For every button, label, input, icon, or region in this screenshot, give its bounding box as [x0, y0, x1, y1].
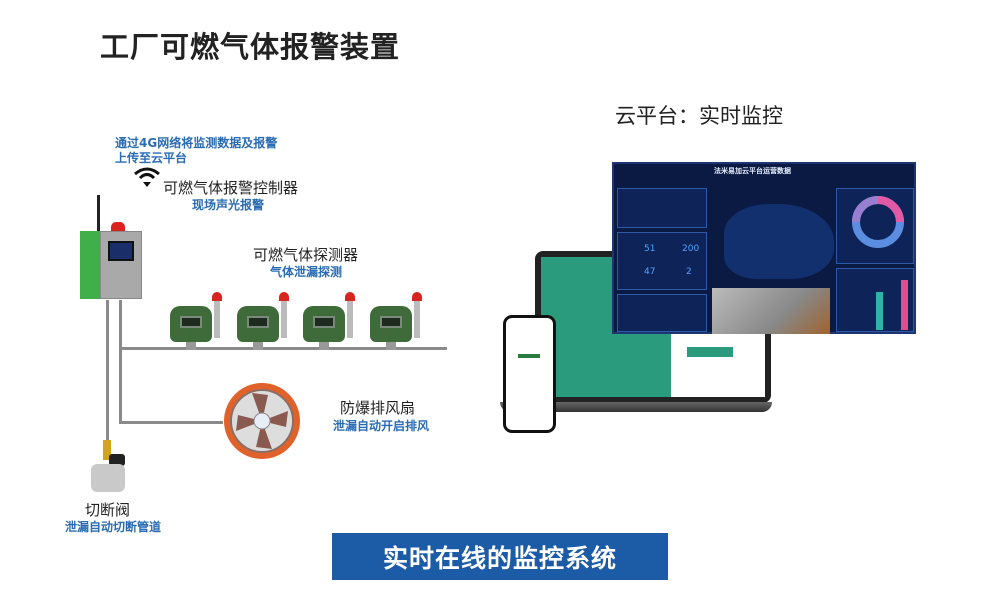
- fan-label: 防爆排风扇: [340, 399, 416, 417]
- banner-text: 实时在线的监控系统: [382, 543, 617, 573]
- dashboard-screen: 法米易加云平台运营数据 51 200 47 2: [612, 162, 916, 334]
- pipe-fan-horizontal: [119, 421, 223, 424]
- alarm-controller: [80, 195, 144, 305]
- stat-2: 200: [682, 244, 700, 254]
- page-title: 工厂可燃气体报警装置: [100, 30, 401, 64]
- camera-feed: [712, 288, 830, 334]
- bottom-banner: 实时在线的监控系统: [332, 533, 668, 580]
- smartphone: [503, 315, 556, 433]
- valve-sub: 泄漏自动切断管道: [65, 520, 162, 534]
- pipe-valve: [106, 300, 109, 442]
- bar-pink: [901, 280, 908, 330]
- detector-label: 可燃气体探测器: [253, 246, 359, 264]
- pipe-fan-vertical: [119, 300, 122, 424]
- shutoff-valve: [85, 440, 135, 495]
- bar-teal: [876, 292, 883, 330]
- stat-4: 2: [686, 267, 692, 277]
- controller-label: 可燃气体报警控制器: [163, 179, 299, 197]
- gas-detector: [303, 292, 359, 350]
- dashboard-map: [724, 204, 834, 279]
- dashboard-title: 法米易加云平台运营数据: [714, 167, 791, 175]
- gas-detector: [370, 292, 426, 350]
- upload-note-line1: 通过4G网络将监测数据及报警: [115, 136, 278, 150]
- exhaust-fan: [224, 383, 300, 459]
- donut-chart: [852, 196, 904, 248]
- gas-detector: [170, 292, 226, 350]
- laptop-base: [500, 402, 772, 412]
- wifi-icon: [134, 167, 160, 187]
- controller-sub: 现场声光报警: [192, 198, 265, 212]
- gas-detector: [237, 292, 293, 350]
- upload-note-line2: 上传至云平台: [115, 151, 188, 165]
- valve-label: 切断阀: [85, 501, 131, 519]
- stat-1: 51: [644, 244, 656, 254]
- pipe-detectors: [119, 347, 447, 350]
- detector-sub: 气体泄漏探测: [270, 265, 343, 279]
- fan-sub: 泄漏自动开启排风: [333, 419, 430, 433]
- cloud-heading: 云平台：实时监控: [615, 104, 783, 128]
- stat-3: 47: [644, 267, 656, 277]
